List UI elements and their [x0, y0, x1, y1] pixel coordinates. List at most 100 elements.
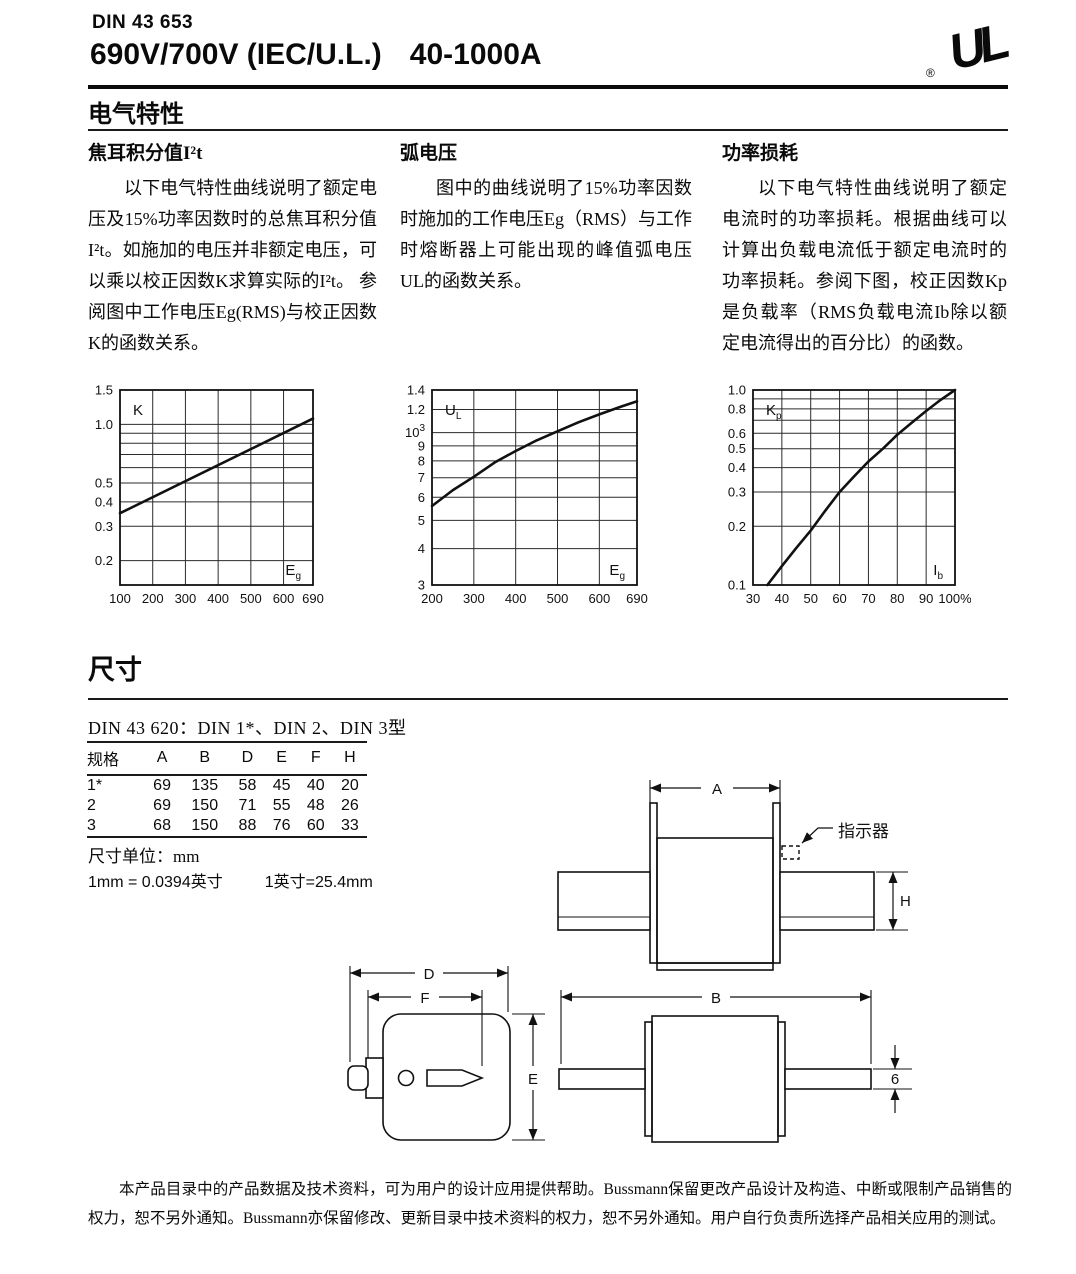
svg-text:100: 100 [109, 591, 131, 606]
column-arc-voltage: 弧电压 图中的曲线说明了15%功率因数时施加的工作电压Eg（RMS）与工作时熔断… [400, 138, 692, 297]
svg-text:200: 200 [421, 591, 443, 606]
fuse-blade-left [557, 871, 651, 931]
svg-text:690: 690 [626, 591, 648, 606]
svg-text:60: 60 [832, 591, 846, 606]
svg-text:600: 600 [273, 591, 295, 606]
electrical-section-rule [88, 129, 1008, 131]
column-heading-i2t: 焦耳积分值I²t [88, 143, 203, 164]
column-body-arc-voltage: 图中的曲线说明了15%功率因数时施加的工作电压Eg（RMS）与工作时熔断器上可能… [400, 178, 693, 291]
indicator-label: 指示器 [838, 822, 889, 841]
svg-text:Eg: Eg [285, 562, 301, 582]
svg-text:40: 40 [775, 591, 789, 606]
fuse-blade-right [779, 871, 875, 931]
ul-logo-icon: UL ® [924, 13, 1010, 81]
dim-label-f: F [420, 990, 429, 1007]
table-header-cell: H [332, 742, 367, 776]
svg-text:6: 6 [418, 490, 425, 505]
fuse-body-front [656, 837, 774, 964]
conversion-mm: 1mm = 0.0394英寸 [88, 874, 223, 891]
svg-text:0.4: 0.4 [95, 494, 113, 509]
svg-text:50: 50 [803, 591, 817, 606]
conversion-inch: 1英寸=25.4mm [264, 874, 373, 891]
svg-text:3: 3 [418, 578, 425, 593]
svg-text:0.5: 0.5 [728, 441, 746, 456]
svg-text:1.0: 1.0 [728, 383, 746, 398]
dim-label-d: D [424, 966, 435, 983]
svg-text:Kp: Kp [766, 402, 782, 422]
section-title-electrical: 电气特性 [88, 102, 184, 128]
page-title: 690V/700V (IEC/U.L.)40-1000A [90, 38, 542, 71]
fuse-blade-side-left [558, 1068, 646, 1090]
column-body-power-loss: 以下电气特性曲线说明了额定电流时的功率损耗。根据曲线可以计算出负载电流低于额定电… [722, 178, 1007, 353]
svg-text:400: 400 [207, 591, 229, 606]
svg-text:Eg: Eg [609, 562, 625, 582]
svg-text:80: 80 [890, 591, 904, 606]
svg-text:1.4: 1.4 [407, 383, 425, 398]
svg-text:500: 500 [547, 591, 569, 606]
endcap-tab [347, 1065, 369, 1091]
dim-label-e: E [528, 1071, 538, 1088]
svg-text:400: 400 [505, 591, 527, 606]
table-header-cell: D [230, 742, 265, 776]
svg-text:0.3: 0.3 [95, 519, 113, 534]
svg-text:5: 5 [418, 513, 425, 528]
table-header-cell: A [145, 742, 180, 776]
dim-label-b: B [711, 990, 721, 1007]
column-heading-power-loss: 功率损耗 [722, 143, 799, 164]
column-heading-arc-voltage: 弧电压 [400, 143, 458, 164]
dim-label-h: H [900, 893, 911, 910]
svg-text:0.5: 0.5 [95, 476, 113, 491]
endcap-slot [426, 1069, 485, 1087]
svg-text:30: 30 [746, 591, 760, 606]
column-body-i2t: 以下电气特性曲线说明了额定电压及15%功率因数时的总焦耳积分值I²t。如施加的电… [88, 178, 377, 353]
indicator-arrow [801, 827, 833, 844]
dimensions-section-rule [88, 698, 1008, 700]
svg-text:UL: UL [445, 402, 462, 422]
svg-text:0.4: 0.4 [728, 460, 746, 475]
svg-text:0.2: 0.2 [95, 553, 113, 568]
svg-text:70: 70 [861, 591, 875, 606]
svg-text:1.0: 1.0 [95, 417, 113, 432]
svg-text:90: 90 [919, 591, 933, 606]
column-i2t: 焦耳积分值I²t 以下电气特性曲线说明了额定电压及15%功率因数时的总焦耳积分值… [88, 138, 377, 359]
svg-text:9: 9 [418, 438, 425, 453]
fuse-plate-left [649, 802, 658, 964]
svg-text:4: 4 [418, 541, 425, 556]
fuse-blade-side-right [784, 1068, 872, 1090]
fuse-plate-right [772, 802, 781, 964]
svg-text:0.8: 0.8 [728, 401, 746, 416]
ul-mark: UL [943, 13, 1010, 81]
svg-text:1.5: 1.5 [95, 383, 113, 398]
svg-text:690: 690 [302, 591, 324, 606]
svg-text:K: K [133, 402, 143, 419]
dimension-drawings: A 指示器 H D F E [347, 780, 912, 1143]
table-header-cell: 规格 [87, 742, 145, 776]
svg-text:8: 8 [418, 453, 425, 468]
svg-text:0.3: 0.3 [728, 484, 746, 499]
endcap-hole [397, 1069, 415, 1087]
svg-text:Ib: Ib [933, 562, 943, 582]
svg-text:0.1: 0.1 [728, 578, 746, 593]
svg-text:300: 300 [463, 591, 485, 606]
svg-text:1.2: 1.2 [407, 402, 425, 417]
din-standard-label: DIN 43 653 [92, 12, 194, 33]
dim-label-thickness: 6 [891, 1071, 899, 1088]
section-title-dimensions: 尺寸 [88, 655, 142, 685]
fuse-body-side [651, 1015, 779, 1143]
table-header-cell: E [264, 742, 299, 776]
unit-note: 尺寸单位：mm [88, 847, 200, 866]
registered-symbol: ® [926, 66, 935, 80]
header-rule [88, 85, 1008, 89]
